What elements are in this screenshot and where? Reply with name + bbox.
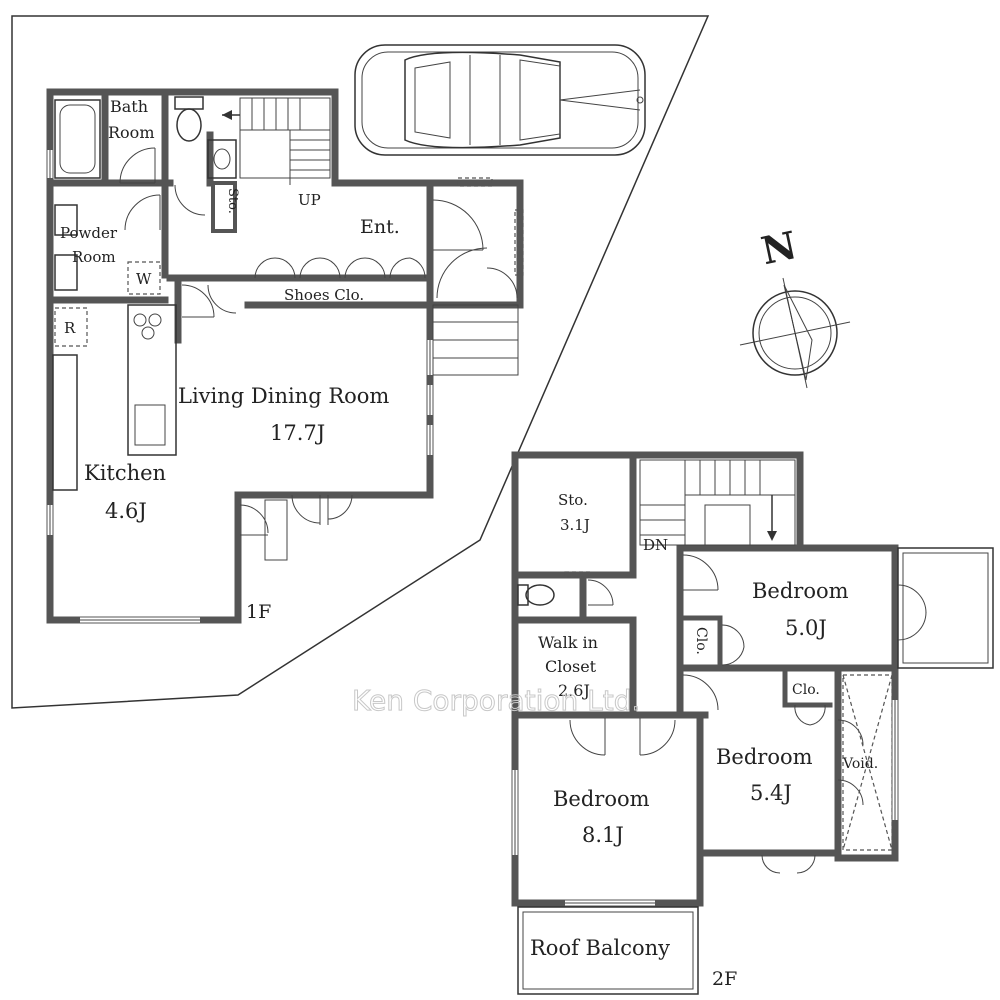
powder-room-label-2: Room xyxy=(72,248,116,266)
floor1-labels: Bath Room Powder Room W R Sto. UP Ent. S… xyxy=(60,97,400,623)
bedroom-ne-size: 5.0J xyxy=(785,616,827,640)
roof-balcony-label: Roof Balcony xyxy=(530,936,670,960)
floor2-walls xyxy=(511,451,899,907)
shoes-closet-doors xyxy=(254,257,426,279)
fridge-label: R xyxy=(64,319,76,337)
kitchen-label: Kitchen xyxy=(84,461,166,485)
stairs-down-label: DN xyxy=(643,536,668,554)
closet-ne-label: Clo. xyxy=(693,627,709,655)
void-label: Void. xyxy=(842,756,878,772)
north-compass xyxy=(739,277,851,389)
floor2-stairs xyxy=(639,459,796,546)
floor1-label: 1F xyxy=(246,601,271,623)
storage-label: Sto. xyxy=(225,188,240,214)
watermark: Ken Corporation Ltd. xyxy=(352,684,640,717)
walk-in-closet-size: 2.6J xyxy=(558,681,590,700)
bedroom-mid-label: Bedroom xyxy=(716,745,813,769)
powder-room-label: Powder xyxy=(60,224,118,242)
floor1-fixtures xyxy=(47,96,524,623)
walk-in-closet-label: Walk in xyxy=(538,633,598,652)
washer-label: W xyxy=(136,270,152,288)
compass-north-letter: N xyxy=(757,222,800,273)
bath-room-label-2: Room xyxy=(108,123,154,142)
car-icon xyxy=(354,44,646,156)
site-boundary xyxy=(11,15,710,709)
bedroom-sw-size: 8.1J xyxy=(582,823,624,847)
walk-in-closet-label-2: Closet xyxy=(545,657,597,676)
floor2-labels: Sto. 3.1J DN Bedroom 5.0J Clo. Walk in C… xyxy=(530,491,878,990)
stairs-up-label: UP xyxy=(298,191,321,209)
kitchen-size: 4.6J xyxy=(105,499,147,523)
storage-2f-label: Sto. xyxy=(558,491,588,509)
living-dining-room-label: Living Dining Room xyxy=(178,384,389,408)
floor1-stairs xyxy=(222,97,331,185)
closet-mid-label: Clo. xyxy=(792,682,820,698)
storage-2f-size: 3.1J xyxy=(560,516,590,534)
bedroom-ne-label: Bedroom xyxy=(752,579,849,603)
bedroom-mid-size: 5.4J xyxy=(750,781,792,805)
living-dining-room-size: 17.7J xyxy=(270,421,325,445)
shoes-closet-label: Shoes Clo. xyxy=(284,286,364,304)
bedroom-sw-label: Bedroom xyxy=(553,787,650,811)
floor2-label: 2F xyxy=(712,968,737,990)
entrance-steps xyxy=(432,304,519,376)
bath-room-label: Bath xyxy=(110,97,148,116)
floor1-walls xyxy=(46,88,524,624)
floor2-fixtures xyxy=(512,459,994,995)
entrance-label: Ent. xyxy=(360,216,400,238)
